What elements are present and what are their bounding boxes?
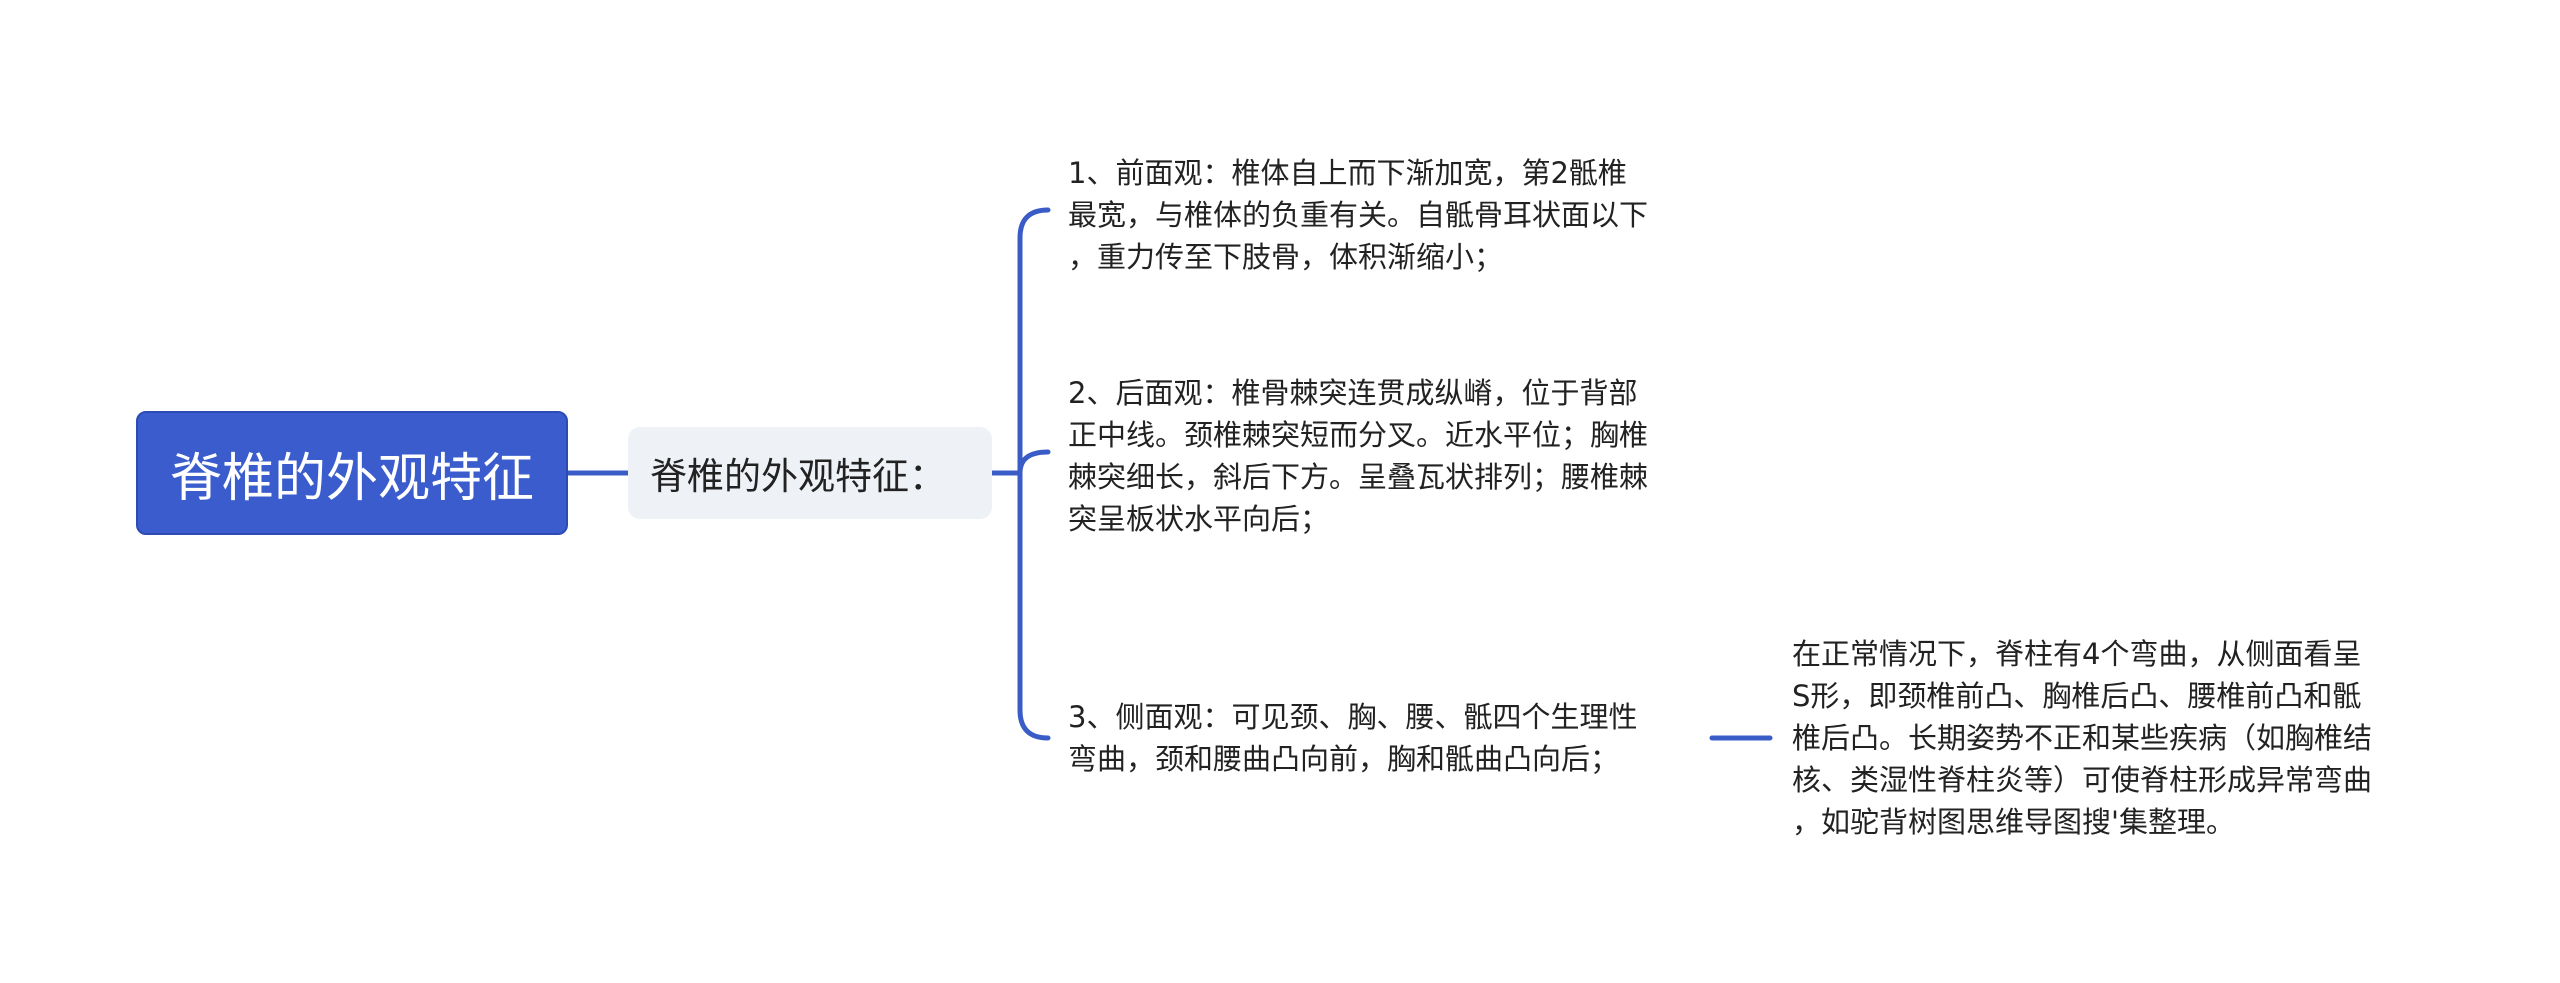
- connector-bracket-branch-1: [1017, 207, 1051, 476]
- subtopic-label: 脊椎的外观特征：: [650, 455, 946, 498]
- connector-bracket-branch-2: [1017, 449, 1051, 476]
- subtopic-node[interactable]: 脊椎的外观特征：: [628, 427, 992, 519]
- branch-side-view[interactable]: 3、侧面观：可见颈、胸、腰、骶四个生理性 弯曲，颈和腰曲凸向前，胸和骶曲凸向后；: [1068, 700, 1638, 776]
- branch-side-view-detail[interactable]: 在正常情况下，脊柱有4个弯曲，从侧面看呈 S形，即颈椎前凸、胸椎后凸、腰椎前凸和…: [1792, 637, 2373, 839]
- branch-front-view[interactable]: 1、前面观：椎体自上而下渐加宽，第2骶椎 最宽，与椎体的负重有关。自骶骨耳状面以…: [1068, 156, 1649, 274]
- branch-back-view[interactable]: 2、后面观：椎骨棘突连贯成纵嵴，位于背部 正中线。颈椎棘突短而分叉。近水平位；胸…: [1068, 376, 1649, 536]
- root-topic[interactable]: 脊椎的外观特征: [136, 411, 568, 535]
- root-topic-label: 脊椎的外观特征: [169, 448, 534, 509]
- connector-bracket-branch-3: [1017, 470, 1051, 741]
